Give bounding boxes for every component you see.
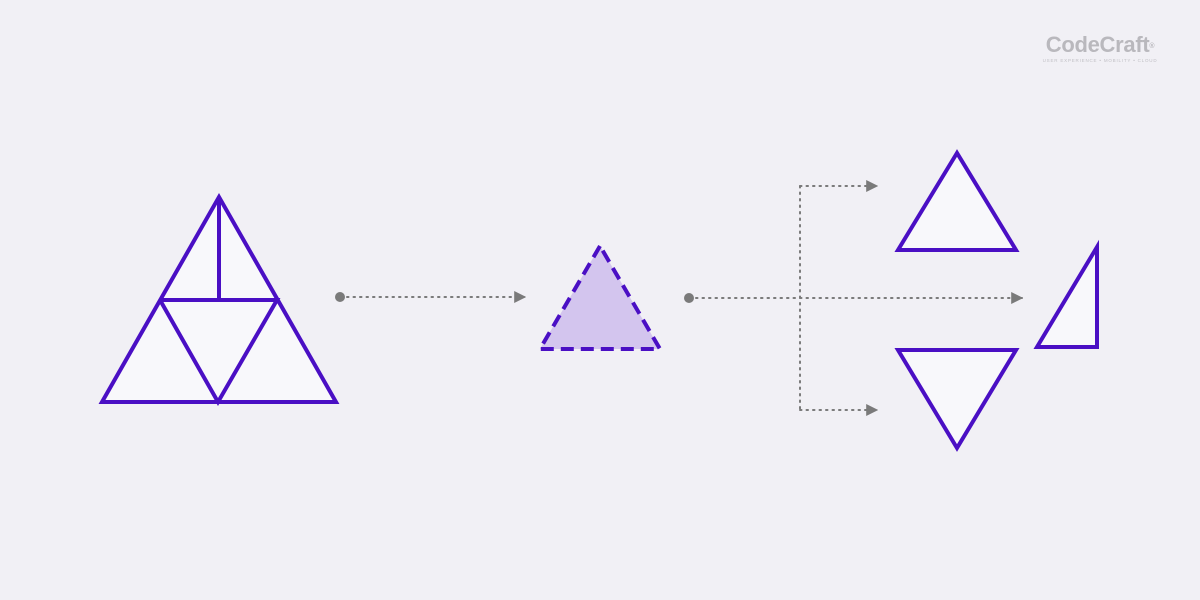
brand-tagline: USER EXPERIENCE • MOBILITY • CLOUD [1042,58,1158,63]
brand-name: CodeCraft [1045,32,1150,57]
connector-selected-to-outputs [684,180,1024,416]
connector-start-dot [335,292,345,302]
connector-source-to-selected [335,291,527,303]
output-inverted-triangle [894,348,1020,452]
selected-dashed-triangle [536,242,664,351]
connector-start-dot [684,293,694,303]
composite-triangle [98,192,340,407]
brand-name-wrapper: CodeCraft® [1030,33,1170,57]
output-upright-triangle [894,149,1020,252]
output-right-triangle [1033,239,1099,349]
registered-mark: ® [1149,43,1155,50]
brand-logo: CodeCraft® USER EXPERIENCE • MOBILITY • … [1030,33,1170,64]
